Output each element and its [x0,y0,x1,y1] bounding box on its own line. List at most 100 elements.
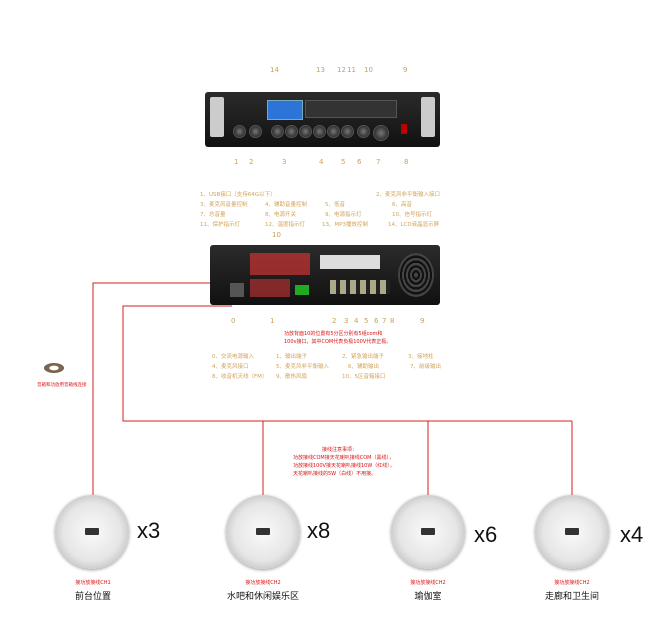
callout-4: 4 [319,158,324,166]
usb-port[interactable] [233,125,246,138]
zone-name: 前台位置 [74,592,112,602]
lcd-display [267,100,303,120]
power-switch[interactable] [401,124,407,134]
legend-item: 12、温度指示灯 [265,222,305,228]
amplifier-rear-panel [210,245,440,305]
zone-name: 走廊和卫生间 [544,592,600,602]
legend-item: 8、收音机天线（FM） [212,374,268,380]
legend-item: 9、电源指示灯 [325,212,362,218]
callout-12: 12 [337,66,346,74]
legend-item: 14、LCD液晶显示屏 [388,222,440,228]
speaker-count: x6 [474,522,498,547]
speaker-count: x4 [620,522,644,547]
rear-note: 100v接口，其中COM代表负极100V代表正极。 [284,339,392,345]
callout-0: 0 [231,317,236,325]
callout-5: 5 [341,158,346,166]
callout-6: 6 [374,317,379,325]
callout-7: 7 [376,158,381,166]
aux-volume-knob[interactable] [313,125,326,138]
treble-knob[interactable] [357,125,370,138]
callout-1: 1 [270,317,275,325]
legend-item: 6、高音 [392,202,412,208]
bass-knob[interactable] [341,125,354,138]
ceiling-speaker [391,495,465,569]
mp3-controls[interactable] [305,100,397,118]
callout-9: 9 [403,66,408,74]
callout-9: 9 [420,317,425,325]
zone-name: 瑜伽室 [414,592,442,602]
callout-8: 8 [404,158,409,166]
mic-volume-knob[interactable] [271,125,284,138]
zone-channel: 接功放接线CH2 [410,580,446,586]
speaker-count: x8 [307,518,331,543]
callout-5: 5 [364,317,369,325]
rear-note: 功放背面10的位置有5分区分别有5组com和 [284,331,383,337]
legend-item: 3、接地柱 [408,354,434,360]
legend-item: 0、交流电源输入 [212,354,254,360]
legend-item: 10、5区音箱接口 [342,374,386,380]
wire-ch1 [92,282,213,495]
callout-3: 3 [282,158,287,166]
wiring-note-line: 天花喇叭接线的5W（白线）不用接。 [293,471,377,477]
legend-item: 7、总音量 [200,212,226,218]
callout-4: 4 [354,317,359,325]
legend-item: 4、辅助音量控制 [265,202,307,208]
legend-item: 8、电源开关 [265,212,296,218]
cooling-fan [398,253,434,297]
ceiling-speaker [55,495,129,569]
legend-item: 2、紧急输出端子 [342,354,384,360]
ceiling-speaker [226,495,300,569]
callout-10: 10 [364,66,373,74]
legend-item: 10、信号指示灯 [392,212,432,218]
ac-power-input[interactable] [230,283,244,297]
legend-item: 5、麦克风非平衡输入 [276,364,329,370]
callout-14: 14 [270,66,279,74]
amplifier-front-panel [205,92,440,147]
wiring-note-line: 功放接线COM接天花喇叭接线COM（黑线）， [293,455,394,461]
rear-label [320,255,380,269]
legend-item: 2、麦克风非平衡输入接口 [376,192,441,198]
zone-channel: 接功放接线CH2 [554,580,590,586]
rack-handle-left [210,97,224,137]
speaker-count: x3 [137,518,161,543]
legend-item: 1、USB接口（支持64G以下） [200,192,276,198]
zone-channel: 接功放接线CH1 [75,580,111,586]
wiring-note-line: 功放接线100V接天花喇叭接线10W（红线）， [293,463,395,469]
callout-3: 3 [344,317,349,325]
aux-volume-knob[interactable] [327,125,340,138]
mic-volume-knob[interactable] [285,125,298,138]
legend-item: 5、低音 [325,202,345,208]
zone-speaker-terminals[interactable] [250,253,310,275]
legend-item: 3、麦克风音量控制 [200,202,248,208]
callout-10: 10 [272,231,281,239]
mic-input[interactable] [249,125,262,138]
mic-volume-knob[interactable] [299,125,312,138]
speaker-cable-icon [44,363,64,373]
emergency-terminal[interactable] [295,285,309,295]
callout-2: 2 [249,158,254,166]
rack-handle-right [421,97,435,137]
callout-7: 7 [382,317,387,325]
wire-ch2 [122,305,572,422]
zone-channel: 接功放接线CH2 [245,580,281,586]
cable-label: 音箱和功放用音箱线连接 [37,383,87,388]
legend-item: 9、散热风扇 [276,374,307,380]
callout-2: 2 [332,317,337,325]
legend-item: 7、前级输出 [410,364,441,370]
legend-item: 1、输出端子 [276,354,307,360]
wiring-note-title: 接线注意事项： [322,447,358,453]
rca-jacks[interactable] [330,280,390,294]
callout-6: 6 [357,158,362,166]
callout-1: 1 [234,158,239,166]
callout-11: 11 [347,66,356,74]
zone-name: 水吧和休闲娱乐区 [226,592,300,602]
legend-item: 13、MP3播放控制 [322,222,369,228]
callout-13: 13 [316,66,325,74]
ceiling-speaker [535,495,609,569]
legend-item: 4、麦克风接口 [212,364,249,370]
legend-item: 11、保护指示灯 [200,222,240,228]
output-terminals[interactable] [250,279,290,297]
master-volume-knob[interactable] [373,125,389,141]
